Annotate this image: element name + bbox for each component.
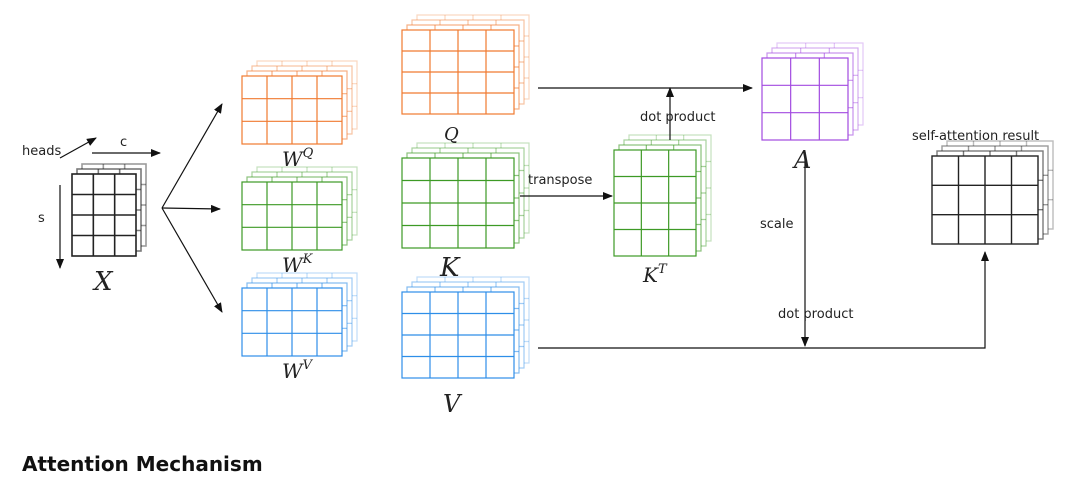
tensor-v [401, 276, 530, 379]
arrows [56, 84, 989, 349]
x-to-wq-arrow [161, 103, 223, 209]
symbol-kt: KT [642, 262, 668, 287]
tensor-k [401, 142, 530, 249]
tensor-a [761, 42, 864, 141]
transpose-label: transpose [528, 173, 592, 188]
scale-label: scale [760, 217, 794, 232]
symbol-wv: WV [282, 358, 314, 383]
dot-product-top-label: dot product [640, 110, 715, 125]
tensor-wq [241, 60, 358, 145]
c-label: c [120, 135, 127, 150]
result-label: self-attention result [912, 129, 1039, 144]
tensor-kt [613, 134, 712, 257]
symbol-v: V [443, 390, 463, 418]
v-to-result-arrow [538, 251, 989, 349]
s-label: s [38, 211, 45, 226]
symbol-wk: WK [282, 252, 314, 277]
symbols: X WQ WK WV Q K V KT A [92, 124, 811, 418]
dot-product-bottom-label: dot product [778, 307, 853, 322]
symbol-x: X [92, 267, 114, 297]
x-to-wv-arrow [161, 207, 223, 313]
attention-diagram: heads c s transpose dot product scale do… [22, 14, 1054, 418]
labels: heads c s transpose dot product scale do… [22, 110, 1039, 322]
tensor-q [401, 14, 530, 115]
tensor-x [71, 163, 147, 257]
tensor-wk [241, 166, 358, 251]
page-title: Attention Mechanism [22, 452, 263, 476]
symbol-q: Q [444, 124, 459, 145]
heads-axis-arrow [59, 137, 97, 159]
symbol-wq: WQ [282, 146, 314, 171]
symbol-k: K [439, 253, 461, 283]
tensor-result [931, 140, 1054, 245]
heads-label: heads [22, 144, 61, 159]
x-to-wk-arrow [161, 204, 221, 213]
tensor-wv [241, 272, 358, 357]
symbol-a: A [792, 146, 811, 174]
